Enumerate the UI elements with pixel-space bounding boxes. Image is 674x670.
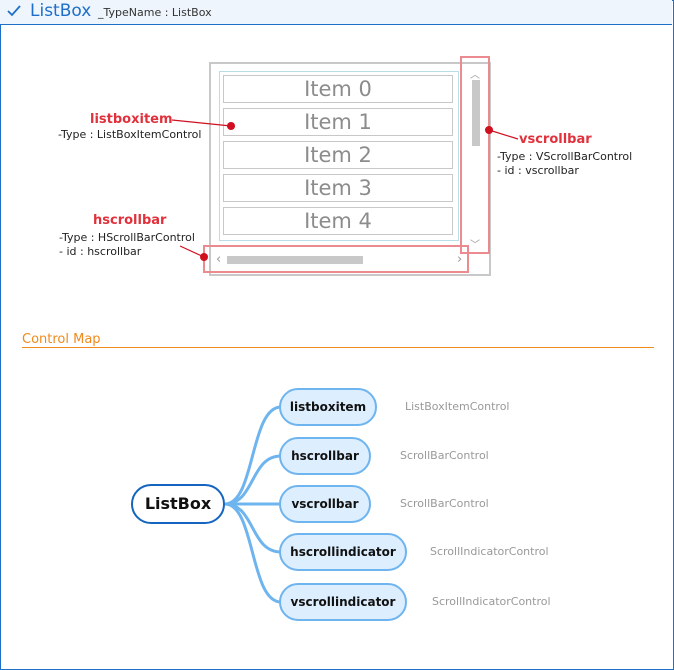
node-vscrollbar: vscrollbar (279, 485, 371, 523)
page-title: ListBox (30, 1, 92, 21)
vscrollbar-label: vscrollbar (519, 132, 592, 147)
node-type: ScrollIndicatorControl (430, 545, 549, 558)
hscrollbar-id: - id : hscrollbar (59, 245, 142, 258)
checkmark-icon (7, 5, 21, 17)
chevron-down-icon[interactable]: ﹀ (470, 240, 480, 251)
node-hscrollbar: hscrollbar (279, 437, 371, 475)
node-hscrollindicator: hscrollindicator (279, 533, 407, 571)
listboxitem-label: listboxitem (90, 112, 173, 127)
listbox-preview[interactable]: Item 0 Item 1 Item 2 Item 3 Item 4 ︿ ﹀ ‹… (209, 62, 491, 276)
horizontal-scrollbar[interactable]: ‹ › (215, 252, 467, 268)
vscrollbar-highlight (460, 56, 490, 254)
listboxitem-marker (227, 122, 235, 130)
vscrollbar-id: - id : vscrollbar (497, 164, 579, 177)
node-type: ScrollIndicatorControl (432, 595, 551, 608)
list-item[interactable]: Item 0 (223, 75, 453, 103)
title-bar: ListBox _TypeName : ListBox (0, 0, 672, 25)
vscrollbar-type: -Type : VScrollBarControl (497, 150, 633, 163)
node-type: ScrollBarControl (400, 497, 489, 510)
section-title: Control Map (22, 332, 101, 347)
list-item[interactable]: Item 2 (223, 141, 453, 169)
type-name: _TypeName : ListBox (98, 6, 212, 19)
chevron-right-icon[interactable]: › (457, 252, 463, 267)
listbox-item-area: Item 0 Item 1 Item 2 Item 3 Item 4 (219, 71, 459, 241)
chevron-left-icon[interactable]: ‹ (216, 252, 222, 267)
chevron-up-icon[interactable]: ︿ (470, 70, 480, 81)
vertical-scrollbar[interactable]: ︿ ﹀ (467, 66, 483, 252)
node-type: ListBoxItemControl (405, 400, 510, 413)
list-item[interactable]: Item 4 (223, 207, 453, 235)
hscrollbar-label: hscrollbar (93, 213, 167, 228)
hscrollbar-marker (200, 253, 208, 261)
node-type: ScrollBarControl (400, 449, 489, 462)
node-listboxitem: listboxitem (279, 388, 377, 426)
listboxitem-type: -Type : ListBoxItemControl (58, 128, 202, 141)
list-item[interactable]: Item 3 (223, 174, 453, 202)
control-map-root: ListBox (131, 484, 225, 524)
node-vscrollindicator: vscrollindicator (279, 583, 407, 621)
vscrollbar-marker (485, 126, 493, 134)
horizontal-scroll-thumb[interactable] (227, 256, 363, 264)
list-item[interactable]: Item 1 (223, 108, 453, 136)
vertical-scroll-thumb[interactable] (472, 80, 480, 146)
hscrollbar-type: -Type : HScrollBarControl (59, 231, 195, 244)
section-divider (22, 347, 654, 348)
